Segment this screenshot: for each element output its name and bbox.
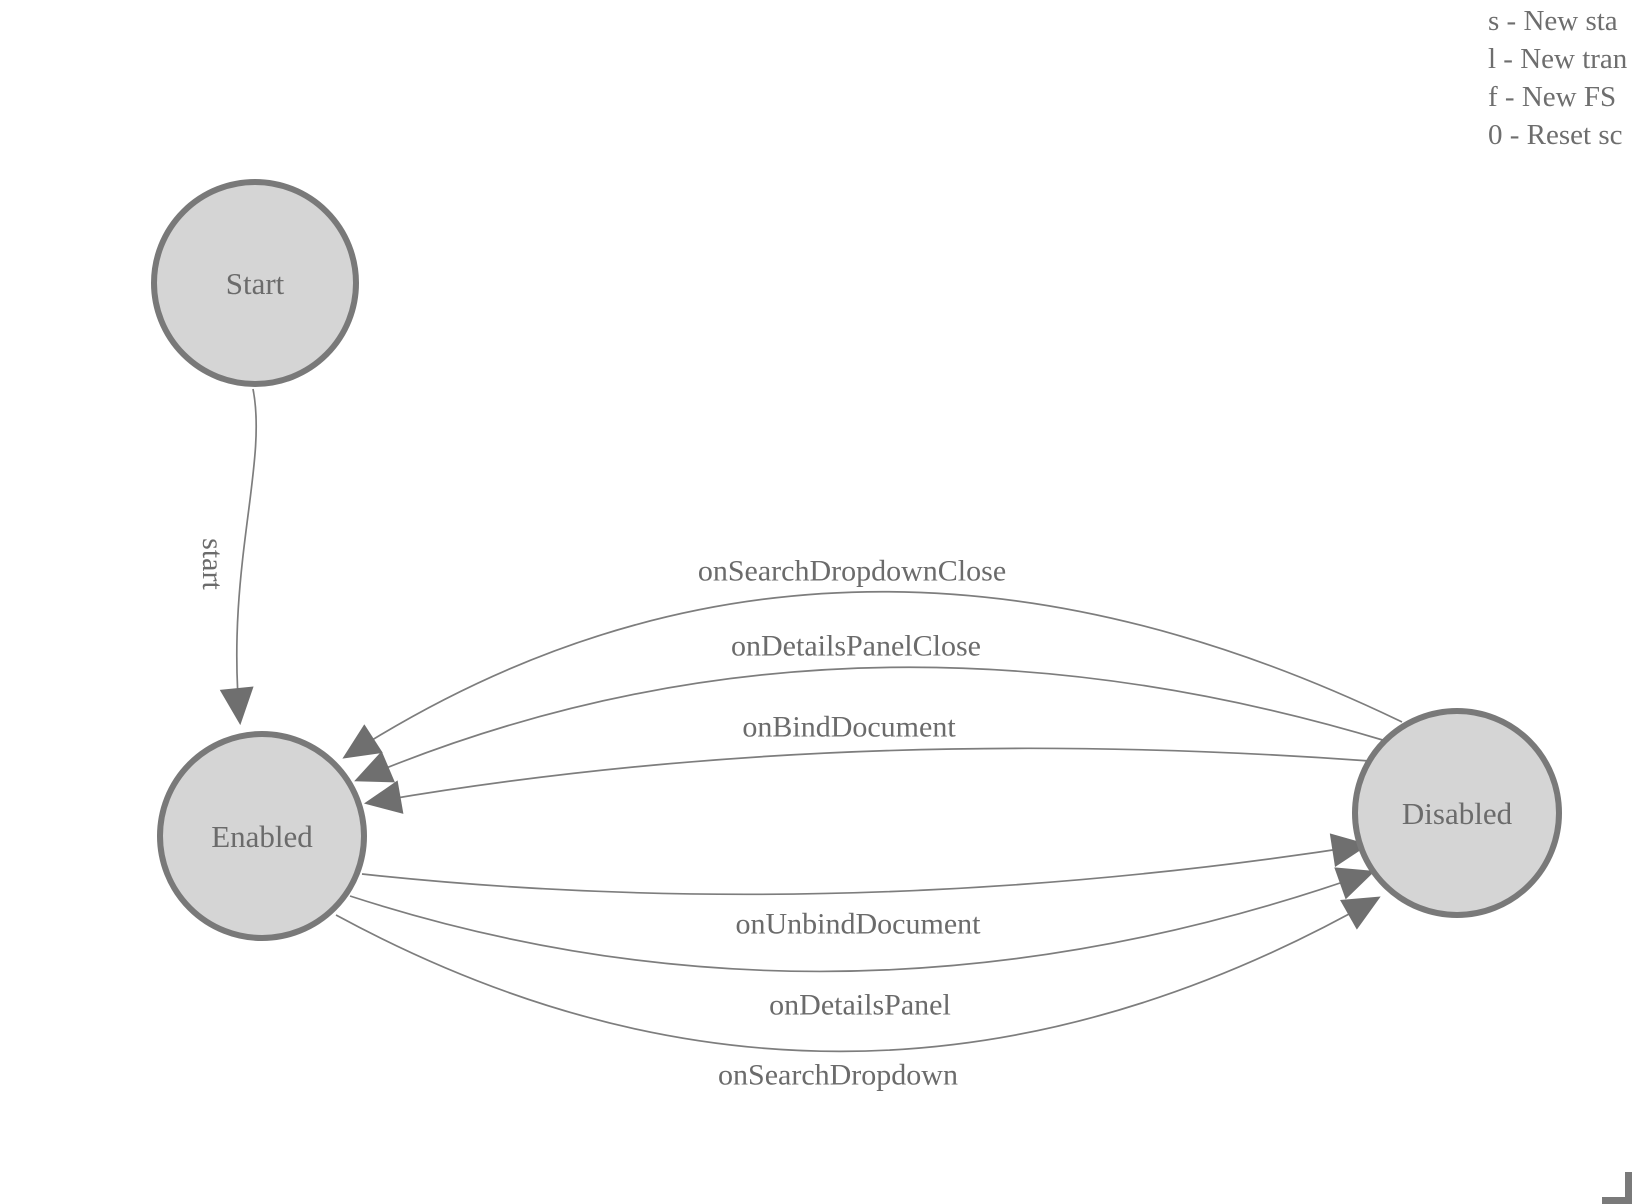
edge-onunbinddocument-path[interactable]	[361, 833, 1370, 896]
edge-label-start: start	[196, 538, 229, 590]
state-enabled-circle[interactable]	[157, 731, 367, 941]
shortcut-legend: s - New sta l - New tran f - New FS 0 - …	[1488, 5, 1628, 151]
edge-ondetailspanel-path[interactable]	[349, 867, 1375, 973]
edge-start-path[interactable]	[219, 388, 258, 726]
edge-onsearchdropdownclose[interactable]: onSearchDropdownClose	[342, 555, 1403, 759]
edge-onunbinddocument[interactable]: onUnbindDocument	[361, 833, 1370, 941]
edge-onbinddocument[interactable]: onBindDocument	[363, 711, 1371, 814]
edge-label-onunbinddocument: onUnbindDocument	[736, 908, 982, 941]
edge-onsearchdropdownclose-path[interactable]	[342, 590, 1403, 759]
state-disabled-label: Disabled	[1402, 796, 1513, 831]
edge-ondetailspanelclose[interactable]: onDetailsPanelClose	[354, 630, 1387, 783]
state-enabled-label: Enabled	[211, 819, 313, 854]
edge-label-ondetailspanel: onDetailsPanel	[769, 989, 951, 1022]
state-disabled[interactable]: Disabled	[1352, 708, 1562, 918]
edge-label-ondetailspanelclose: onDetailsPanelClose	[731, 630, 981, 663]
legend-line-new-transition: l - New tran	[1488, 43, 1628, 75]
state-start-circle[interactable]	[151, 179, 359, 387]
state-disabled-circle[interactable]	[1352, 708, 1562, 918]
state-start-label: Start	[226, 266, 285, 301]
edge-onsearchdropdown[interactable]: onSearchDropdown	[335, 896, 1381, 1092]
legend-line-new-fsm: f - New FS	[1488, 81, 1616, 113]
legend-line-reset: 0 - Reset sc	[1488, 119, 1623, 151]
state-enabled[interactable]: Enabled	[157, 731, 367, 941]
edge-ondetailspanelclose-path[interactable]	[354, 666, 1387, 783]
edge-onsearchdropdown-path[interactable]	[335, 896, 1381, 1053]
canvas-corner-bracket	[1602, 1172, 1632, 1204]
state-start[interactable]: Start	[151, 179, 359, 387]
edge-ondetailspanel[interactable]: onDetailsPanel	[349, 867, 1375, 1022]
edge-label-onsearchdropdown: onSearchDropdown	[718, 1059, 958, 1092]
edge-label-onbinddocument: onBindDocument	[742, 711, 956, 744]
edge-label-onsearchdropdownclose: onSearchDropdownClose	[698, 555, 1006, 588]
edge-start[interactable]: start	[196, 388, 258, 726]
legend-line-new-state: s - New sta	[1488, 5, 1618, 37]
edge-onbinddocument-path[interactable]	[363, 747, 1371, 814]
